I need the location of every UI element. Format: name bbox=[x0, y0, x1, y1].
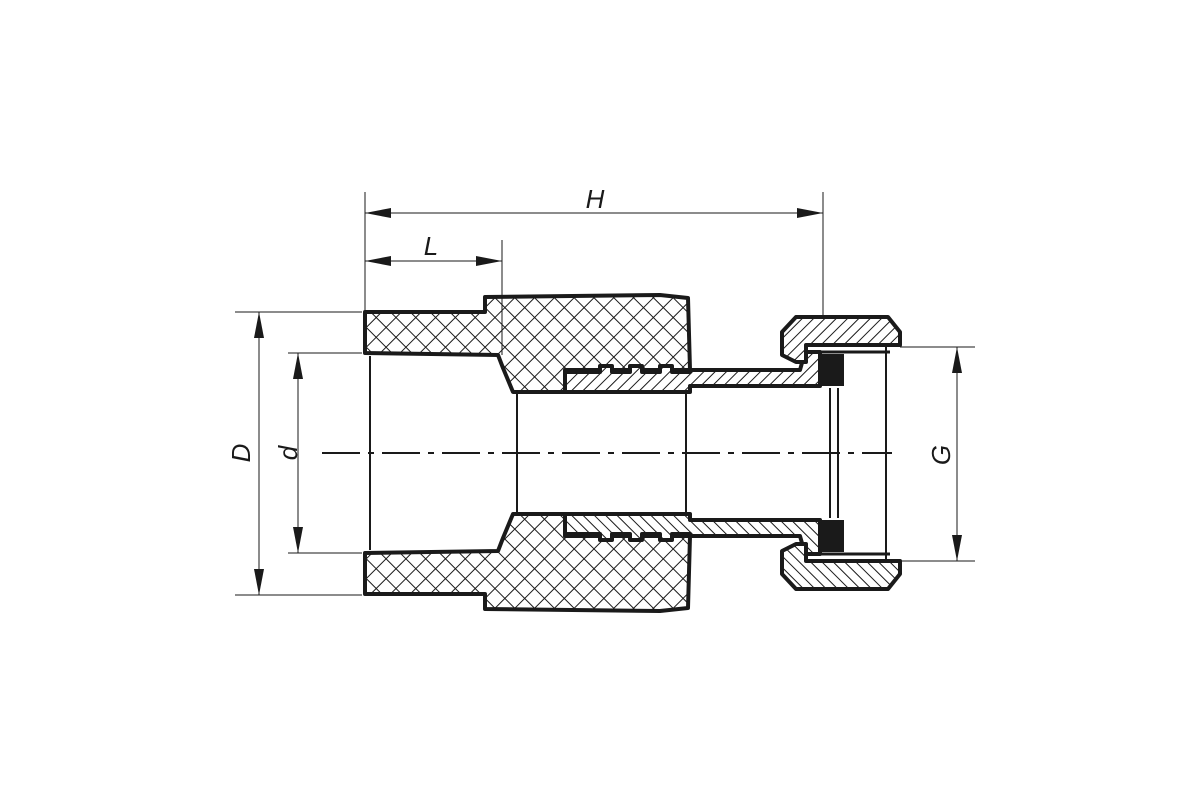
dimension-label-D: D bbox=[226, 444, 256, 463]
dimension-label-H: H bbox=[586, 184, 605, 214]
arrowheads bbox=[254, 208, 962, 595]
top-half bbox=[363, 293, 902, 455]
dimension-label-d: d bbox=[273, 444, 303, 460]
dimension-label-G: G bbox=[926, 445, 956, 465]
dimension-label-L: L bbox=[424, 231, 438, 261]
bottom-half bbox=[363, 451, 902, 613]
